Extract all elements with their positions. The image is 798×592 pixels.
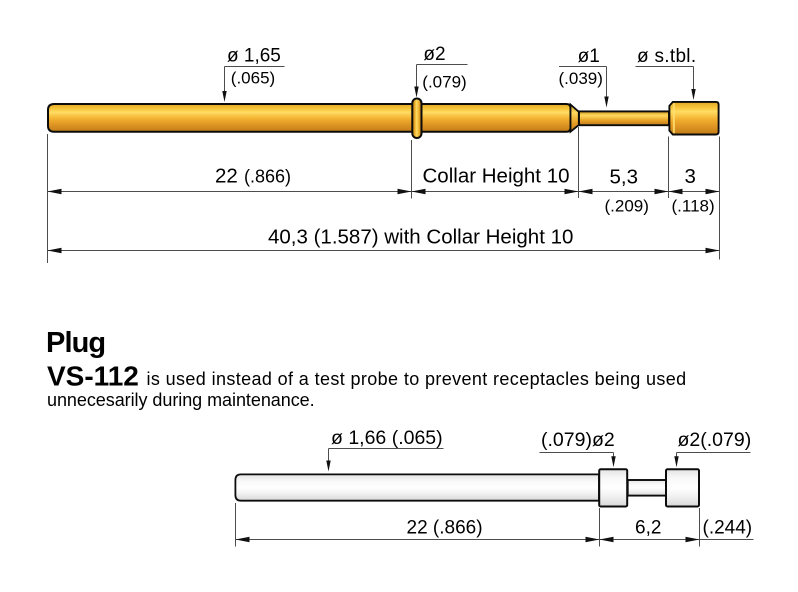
svg-text:(.118): (.118) [672,197,715,216]
svg-text:ø1: ø1 [578,46,600,67]
svg-text:is used instead of a test prob: is used instead of a test probe to preve… [147,369,687,389]
svg-text:ø 1,65: ø 1,65 [227,46,281,67]
svg-text:(.039): (.039) [559,69,603,88]
svg-text:(.065): (.065) [231,69,275,88]
svg-text:ø2: ø2 [423,44,445,65]
svg-text:ø2(.079): ø2(.079) [678,429,752,451]
svg-text:Collar Height 10: Collar Height 10 [423,165,570,188]
svg-text:(.209): (.209) [605,197,649,216]
svg-text:Plug: Plug [46,327,105,359]
svg-text:3: 3 [685,165,696,188]
svg-text:ø s.tbl.: ø s.tbl. [637,46,696,67]
svg-text:22 (.866): 22 (.866) [407,518,483,539]
svg-text:(.079): (.079) [422,73,466,92]
svg-text:40,3 (1.587) with Collar Heigh: 40,3 (1.587) with Collar Height 10 [268,226,573,249]
svg-text:VS-112: VS-112 [47,361,139,392]
svg-text:5,3: 5,3 [610,166,639,189]
svg-text:22: 22 [215,165,238,188]
svg-text:(.866): (.866) [244,167,291,187]
svg-text:6,2: 6,2 [635,518,661,539]
svg-text:unnecesarily during maintenanc: unnecesarily during maintenance. [47,390,315,410]
svg-text:ø 1,66 (.065): ø 1,66 (.065) [331,427,443,449]
svg-text:(.244): (.244) [703,518,753,539]
svg-text:(.079)ø2: (.079)ø2 [541,429,615,451]
